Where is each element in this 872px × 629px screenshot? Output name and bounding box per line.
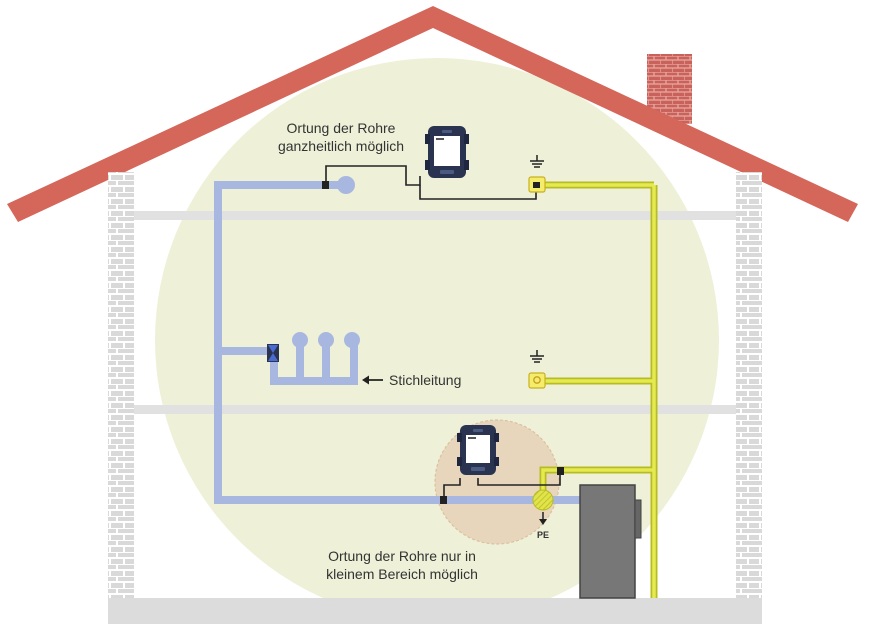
bottom-annotation-line1: Ortung der Rohre nur in <box>328 548 476 564</box>
top-annotation-line1: Ortung der Rohre <box>287 120 396 136</box>
pe-label: PE <box>537 530 549 540</box>
ground-wire-system <box>537 181 658 598</box>
ground-terminal-upper <box>528 155 546 193</box>
detector-device-lower <box>457 425 499 475</box>
clamp-ground-wire <box>557 467 564 475</box>
ground-terminal-middle <box>528 350 546 389</box>
bottom-annotation-line2: kleinem Bereich möglich <box>326 566 478 582</box>
ground-floor-slab <box>108 598 762 624</box>
main-pipe <box>214 181 545 504</box>
pipe-end-top <box>337 176 355 194</box>
stub-pipe <box>270 342 358 385</box>
pe-arrow-icon <box>539 512 547 525</box>
ceiling-slab-lower <box>134 405 736 414</box>
pipe-end-stub-1 <box>292 332 308 348</box>
pipe-end-stub-3 <box>344 332 360 348</box>
clamp-lower-pipe <box>440 496 447 504</box>
detection-zone-large <box>155 58 719 622</box>
branch-label: Stichleitung <box>389 372 461 388</box>
branch-label-arrow-icon <box>362 375 383 385</box>
ceiling-slab-upper <box>134 211 736 220</box>
right-wall <box>736 172 762 600</box>
pipe-end-stub-2 <box>318 332 334 348</box>
valve-icon <box>267 344 279 362</box>
boiler-unit <box>579 484 642 599</box>
detector-device-upper <box>425 126 469 178</box>
top-annotation-line2: ganzheitlich möglich <box>278 138 404 154</box>
pe-junction <box>532 489 554 511</box>
clamp-top-pipe <box>322 181 329 189</box>
left-wall <box>108 172 134 600</box>
